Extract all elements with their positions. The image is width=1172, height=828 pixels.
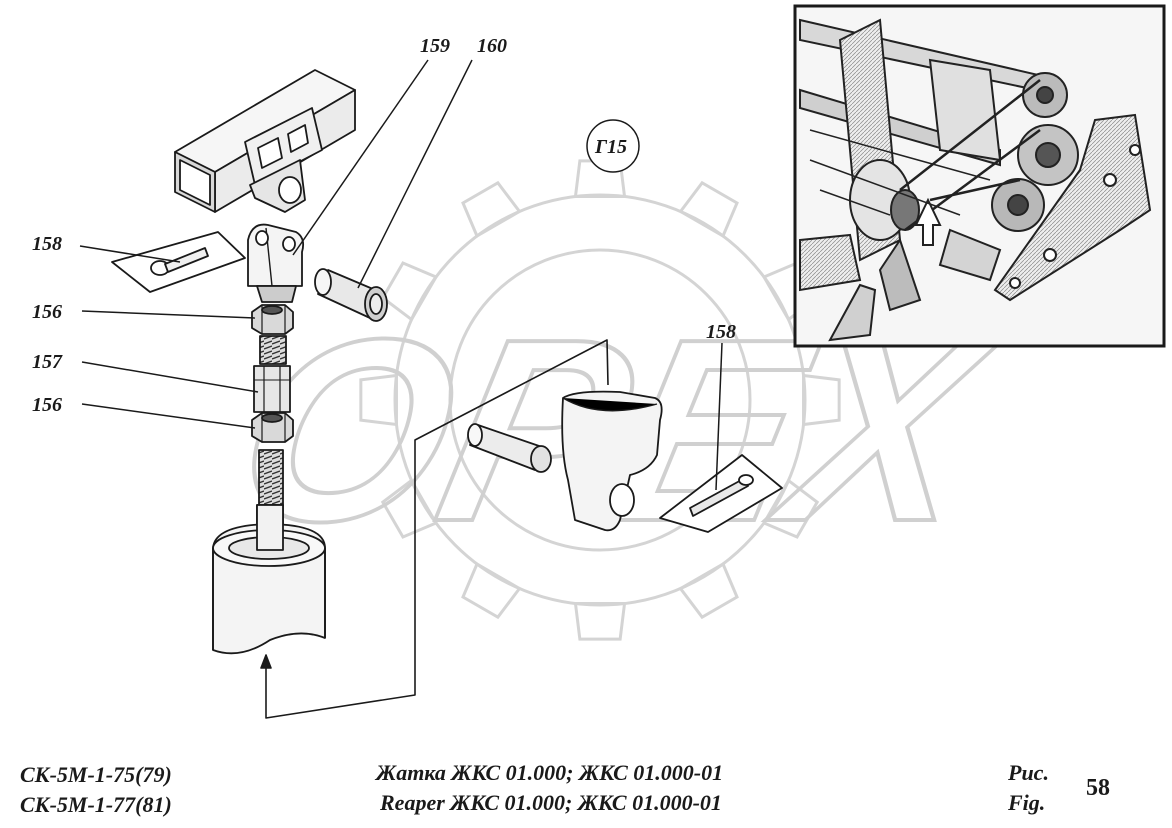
callout-156-bottom: 156 [32,394,256,429]
callout-159: 159 [292,35,450,256]
gear-tooth [380,261,439,322]
callout-156-top: 156 [32,301,256,323]
gear-tooth [802,373,841,427]
callout-158-left-label: 158 [32,233,62,255]
callout-157: 157 [32,351,259,393]
part-159-clevis [247,223,305,303]
callout-156-bottom-label: 156 [32,394,62,416]
base-cylinder [212,504,326,655]
callout-160-label: 160 [477,35,507,57]
gear-tooth [359,373,398,427]
part-156-nut-bottom [251,412,294,443]
gear-tooth [461,561,522,620]
title-ru: Жатка ЖКС 01.000; ЖКС 01.000-01 [376,760,724,785]
model-line-2: СК-5М-1-77(81) [20,792,172,817]
assembly-flow-line [260,339,609,719]
frame-tube [174,69,356,213]
fig-number: 58 [1086,775,1110,801]
callout-158-left: 158 [32,233,181,263]
right-pin [467,423,552,473]
gear-tooth [678,561,739,620]
part-160-pin [314,268,388,322]
callout-156-top-label: 156 [32,301,62,323]
inset-photo [793,4,1166,348]
model-line-1: СК-5М-1-75(79) [20,762,172,787]
gear-tooth [380,478,439,539]
callout-158-right-label: 158 [706,321,736,343]
threaded-rod-lower [258,449,284,506]
part-156-nut-top [251,304,294,335]
callouts: 159 160 158 156 157 156 158 [32,35,736,491]
gear-tooth [678,180,739,239]
callout-157-label: 157 [32,351,63,373]
gear-tooth [461,180,522,239]
fig-label-ru: Рис. [1008,760,1049,785]
threaded-rod-upper [259,335,287,365]
callout-159-label: 159 [420,35,450,57]
part-157-coupling [253,365,291,413]
callout-160: 160 [357,35,507,289]
right-assembly [467,390,783,533]
section-badge-label: Г15 [594,136,627,158]
title-en: Reaper ЖКС 01.000; ЖКС 01.000-01 [380,790,722,815]
left-assembly [111,69,609,719]
bracket-housing [561,390,663,532]
watermark-gear-teeth [359,159,841,641]
part-158-cotter-right [659,454,783,533]
gear-tooth [761,478,820,539]
callout-158-right: 158 [706,321,736,491]
gear-tooth [573,602,627,641]
fig-label-en: Fig. [1008,790,1046,815]
section-badge: Г15 [586,119,640,173]
